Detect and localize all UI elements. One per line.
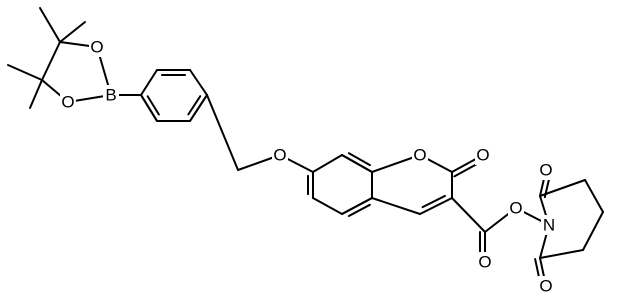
atom-label-background	[475, 145, 491, 165]
single-bond	[206, 94, 239, 171]
single-bond	[39, 7, 61, 43]
single-bond	[41, 41, 61, 81]
double-bond-second	[347, 203, 371, 218]
atom-label-background	[103, 85, 119, 105]
single-bond	[7, 64, 43, 81]
atom-label-background	[89, 37, 105, 57]
atom-pinacol-oxygen-upper: O	[90, 38, 103, 57]
single-bond	[312, 197, 343, 215]
atom-label-background	[272, 145, 288, 165]
atom-ester-carbonyl-oxygen: O	[478, 253, 491, 272]
atom-labels: B O O O O O O O N O O	[60, 37, 557, 296]
single-bond	[59, 21, 86, 43]
atom-label-background	[538, 160, 554, 180]
double-bond-second	[347, 152, 371, 167]
atom-imide-carbonyl-oxygen-lower: O	[539, 277, 552, 296]
single-bond	[140, 69, 158, 96]
atom-label-background	[477, 252, 493, 272]
double-bond-main	[341, 154, 373, 173]
atom-ether-oxygen: O	[273, 146, 286, 165]
atom-label-background	[60, 92, 76, 112]
double-bond-main	[341, 197, 373, 215]
atom-label-background	[541, 215, 557, 235]
single-bond	[29, 79, 43, 109]
double-bond-second	[146, 95, 160, 116]
single-bond	[451, 197, 486, 233]
atom-label-background	[412, 145, 428, 165]
single-bond	[189, 69, 208, 96]
single-bond	[539, 249, 584, 259]
double-bond-main	[140, 94, 158, 122]
single-bond	[539, 179, 586, 197]
atom-label-background	[508, 198, 524, 218]
double-bond-second	[421, 194, 446, 209]
atom-imide-carbonyl-oxygen-upper: O	[539, 161, 552, 180]
atom-lactone-carbonyl-oxygen: O	[476, 146, 489, 165]
double-bond-main	[189, 94, 208, 122]
atom-label-background	[538, 276, 554, 296]
double-bond-second	[187, 95, 202, 116]
single-bond	[312, 154, 343, 173]
double-bond-main	[419, 197, 453, 215]
atom-pinacol-oxygen-lower: O	[61, 93, 74, 112]
single-bond	[582, 211, 604, 251]
atom-imide-nitrogen: N	[543, 216, 555, 235]
atom-ring-oxygen: O	[413, 146, 426, 165]
single-bond	[584, 179, 604, 213]
atom-boron: B	[105, 86, 116, 105]
single-bond	[371, 197, 421, 215]
atom-ester-oxygen: O	[509, 199, 522, 218]
